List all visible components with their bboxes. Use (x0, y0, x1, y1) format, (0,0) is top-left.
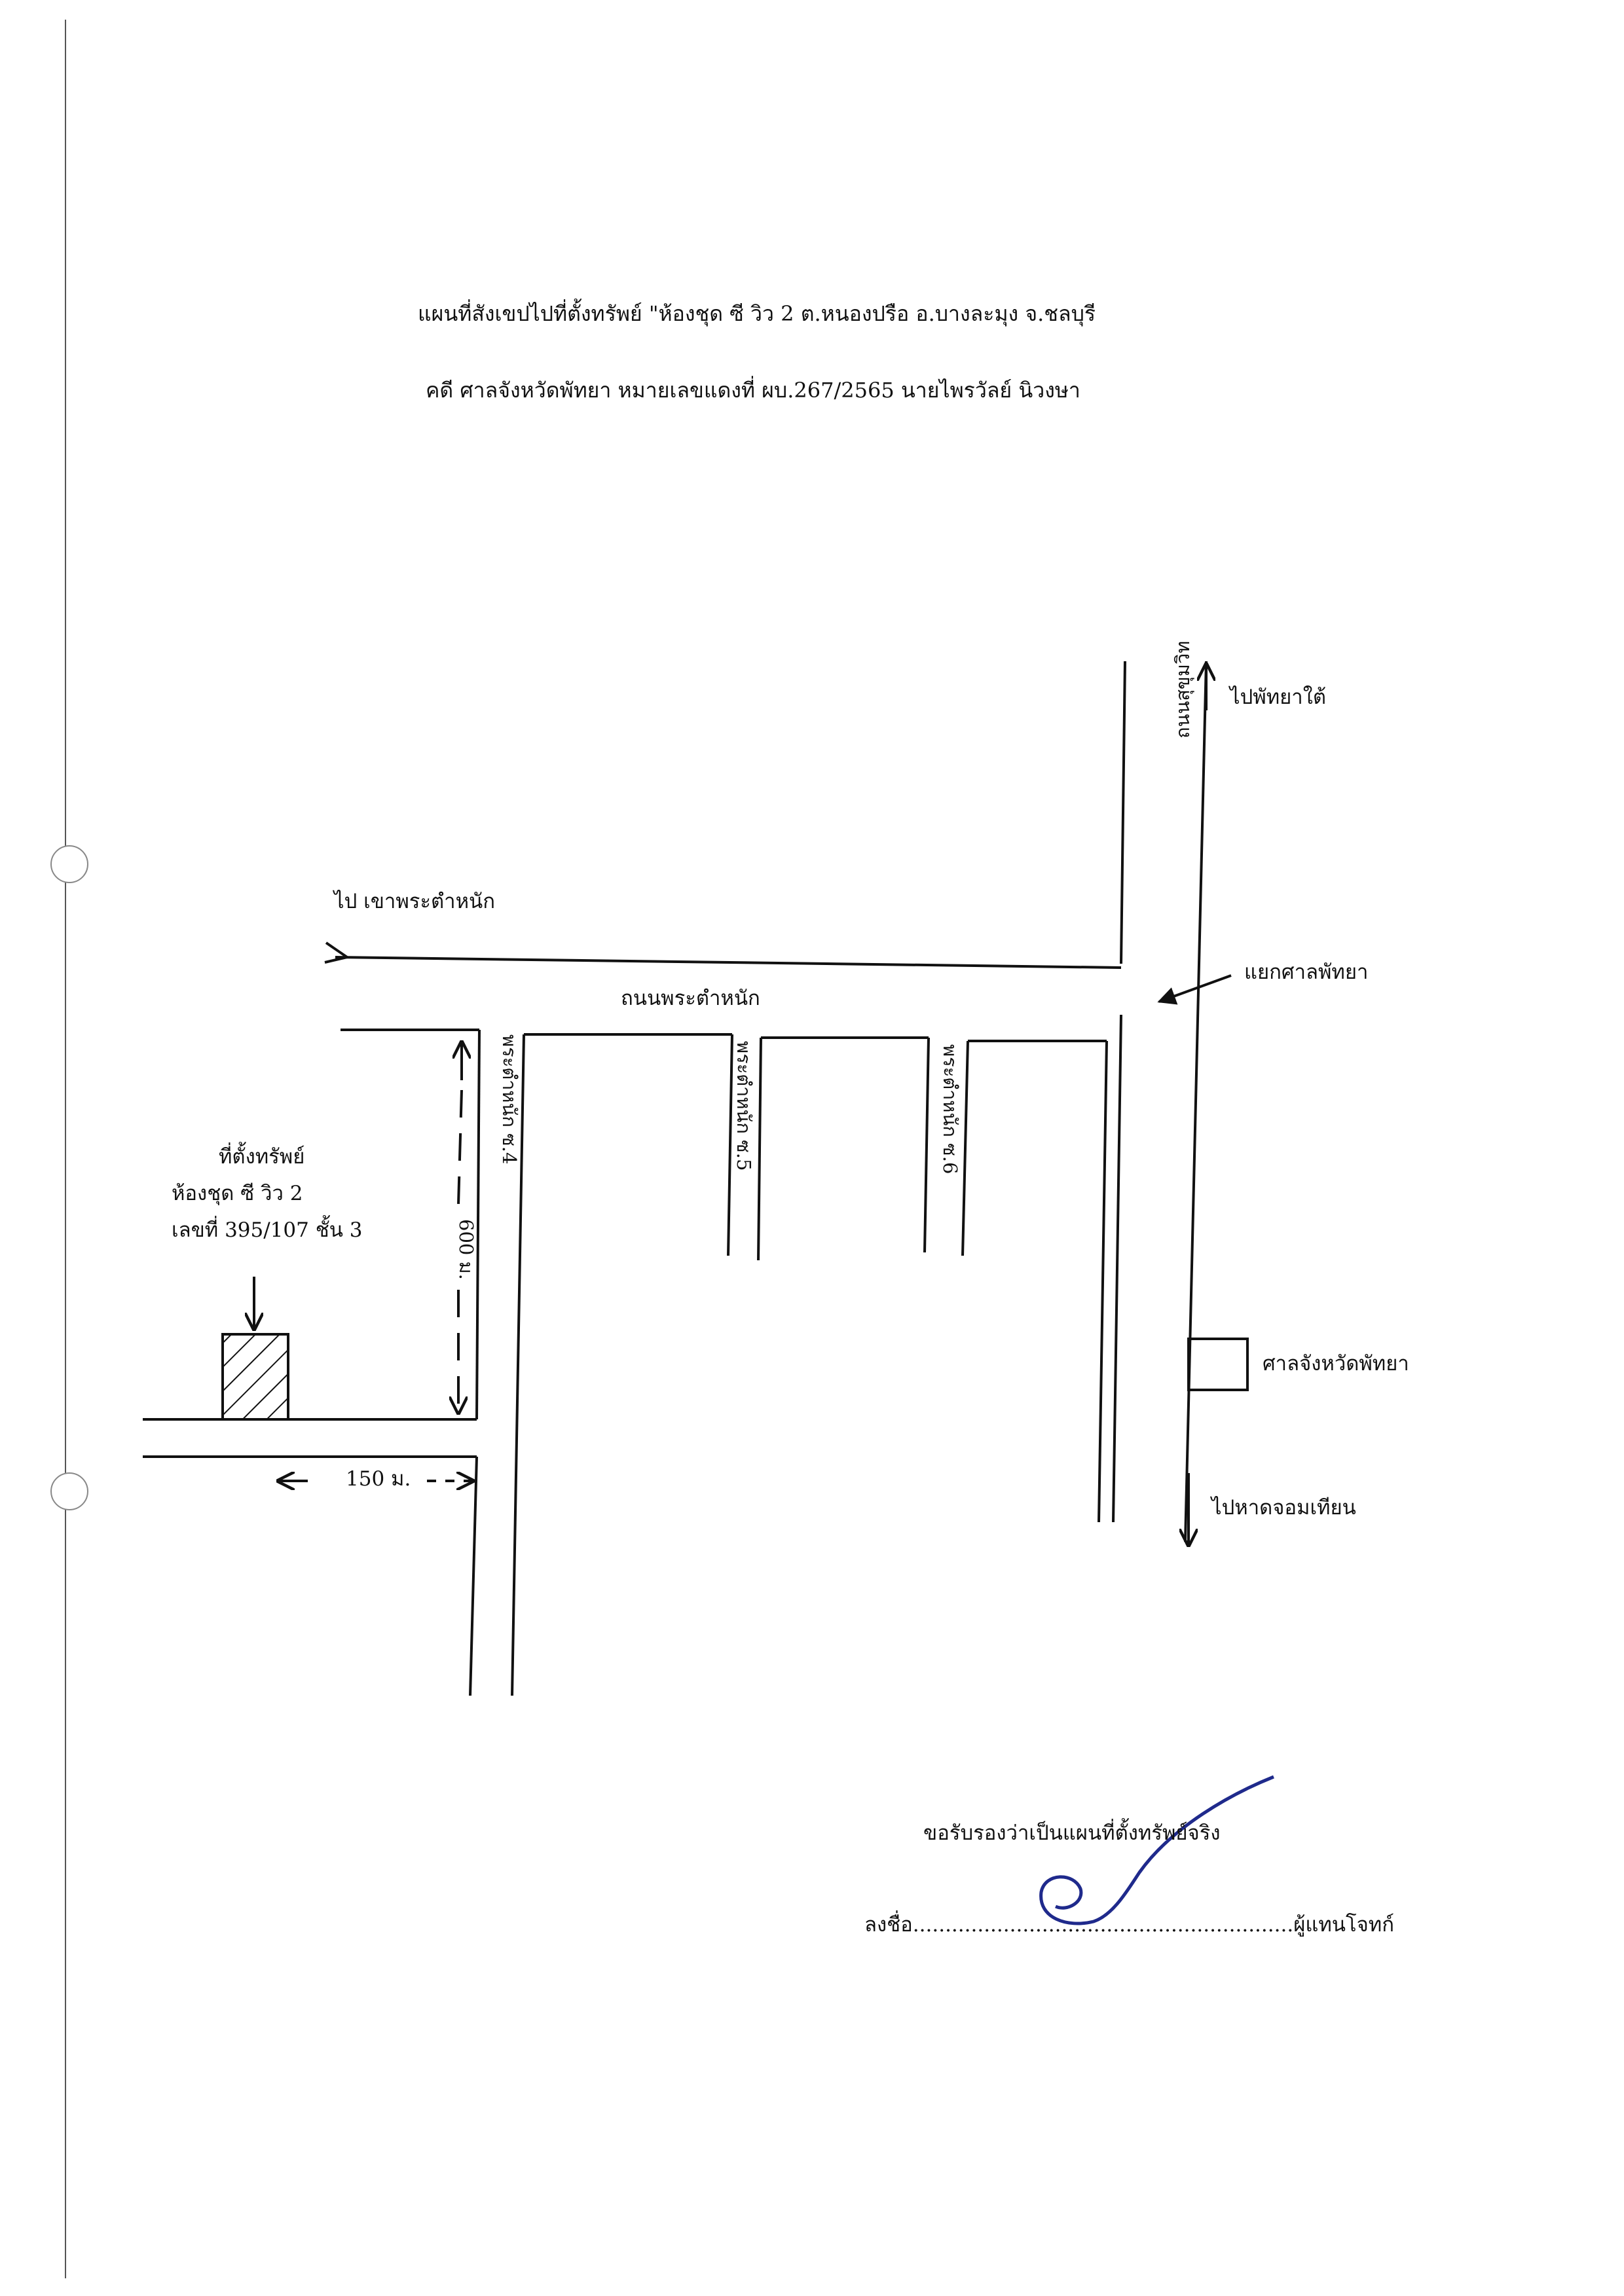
label-pattaya-court-junction: แยกศาลพัทยา (1244, 960, 1369, 984)
punch-hole-bottom (50, 1472, 88, 1510)
property-building-hatched (221, 1333, 289, 1421)
soi5-west-edge (727, 1034, 733, 1256)
label-soi-6: พระตำหนัก ซ.6 (939, 1044, 961, 1175)
block-east-edge (1098, 1040, 1108, 1523)
sukhumvit-left-edge-lower (1112, 1014, 1122, 1523)
label-to-khao-phra-tamnak: ไป เขาพระตำหนัก (334, 890, 495, 913)
sukhumvit-left-edge-upper (1120, 661, 1126, 964)
soi5-east-edge (757, 1037, 762, 1261)
property-unit: เลขที่ 395/107 ชั้น 3 (172, 1218, 363, 1242)
junction-pointer-arrow (1157, 974, 1232, 1005)
signature-scribble (1039, 1775, 1274, 1925)
arrow-khao-head-upper (325, 941, 348, 958)
label-phra-tamnak-road: ถนนพระตำหนัก (621, 987, 760, 1010)
soi4-west-edge-lower (469, 1456, 478, 1696)
signature-suffix: ผู้แทนโจทก์ (1293, 1913, 1394, 1937)
sukhumvit-right-edge (1184, 661, 1208, 1542)
label-soi-5: พระตำหนัก ซ.5 (733, 1041, 755, 1171)
punch-hole-top (50, 845, 88, 883)
property-title: ที่ตั้งทรัพย์ (219, 1145, 305, 1169)
soi4-west-edge-upper (475, 1029, 481, 1420)
soi6-east-edge (961, 1040, 969, 1256)
soi6-west-edge (923, 1037, 930, 1253)
map-title-line2: คดี ศาลจังหวัดพัทยา หมายเลขแดงที่ ผบ.267… (426, 378, 1080, 403)
signature-line: ลงชื่อ..................................… (864, 1915, 1394, 1935)
measure-600-dashed-upper (457, 1089, 463, 1205)
pattaya-court-building (1187, 1338, 1249, 1391)
signature-dots: ........................................… (912, 1913, 1294, 1937)
phra-tamnak-road-north-edge (335, 956, 1122, 969)
label-distance-600: 600 ม. (455, 1219, 477, 1280)
label-to-jomtien: ไปหาดจอมเทียน (1211, 1496, 1356, 1520)
arrow-khao-head-lower (324, 956, 348, 964)
label-sukhumvit-road: ถนนสุขุมวิท (1172, 640, 1194, 738)
label-to-pattaya-south: ไปพัทยาใต้ (1230, 685, 1326, 709)
certification-statement: ขอรับรองว่าเป็นแผนที่ตั้งทรัพย์จริง (923, 1821, 1221, 1845)
signature-prefix: ลงชื่อ (864, 1913, 913, 1937)
property-name: ห้องชุด ซี วิว 2 (172, 1182, 303, 1205)
label-distance-150: 150 ม. (346, 1467, 411, 1491)
label-pattaya-court: ศาลจังหวัดพัทยา (1263, 1352, 1409, 1376)
map-title-line1: แผนที่สังเขปไปที่ตั้งทรัพย์ "ห้องชุด ซี … (418, 301, 1096, 326)
label-soi-4: พระตำหนัก ซ.4 (498, 1034, 521, 1165)
soi4-east-edge (511, 1034, 525, 1696)
